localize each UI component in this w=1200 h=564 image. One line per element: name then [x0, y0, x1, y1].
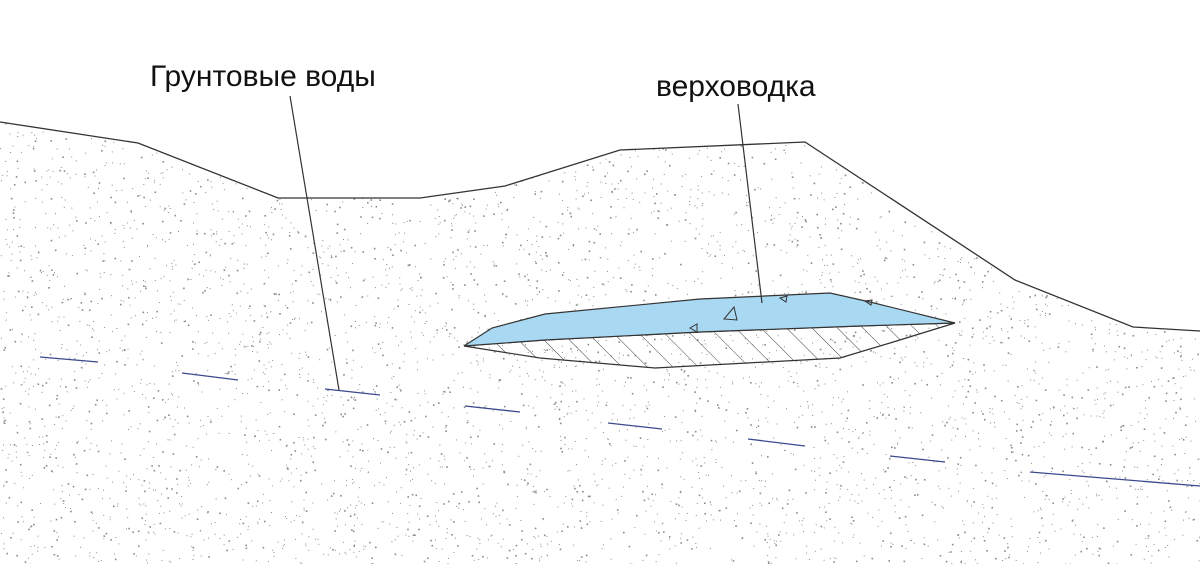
groundwater-label: Грунтовые воды [150, 60, 376, 93]
perched-water-body [463, 292, 956, 347]
perched-water-leader-line [737, 103, 763, 304]
groundwater-leader-line [289, 95, 340, 391]
water-symbols [688, 295, 873, 333]
ground-surface-line [0, 121, 1200, 332]
perched-water-label: верховодка [656, 70, 816, 103]
groundwater-table-line [39, 356, 1200, 487]
soil-texture [0, 122, 1200, 564]
